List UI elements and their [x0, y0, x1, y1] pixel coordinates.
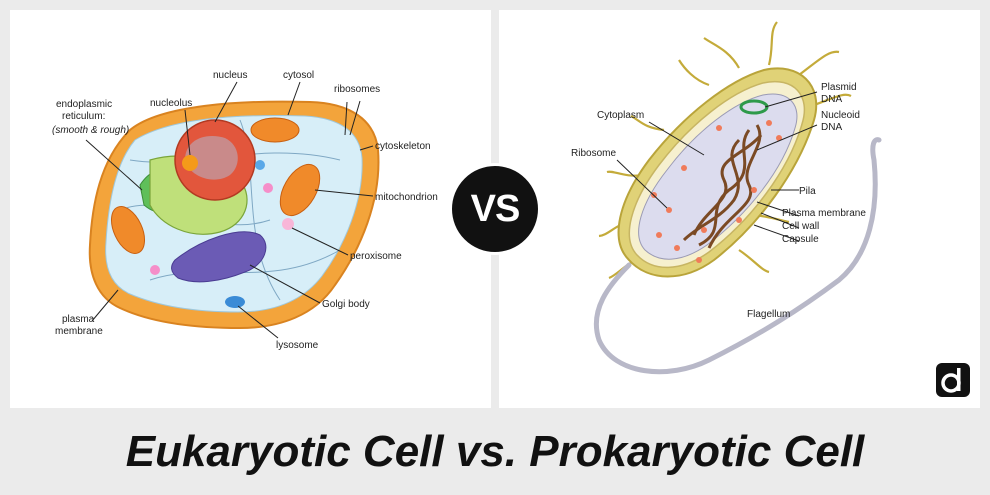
label-er-line1: endoplasmic — [56, 99, 112, 110]
label-nucleolus: nucleolus — [150, 98, 192, 109]
label-plasmid-line2: DNA — [821, 94, 842, 105]
label-ribosome: Ribosome — [571, 148, 616, 159]
label-cytosol: cytosol — [283, 70, 314, 81]
mitochondrion-shape-2 — [279, 163, 321, 217]
nucleoid-shape — [682, 124, 763, 249]
plasmid-shape — [739, 99, 769, 115]
label-capsule: Capsule — [782, 234, 819, 245]
label-golgi-body: Golgi body — [322, 299, 370, 310]
eukaryotic-panel: nucleus cytosol nucleolus ribosomes endo… — [10, 10, 491, 408]
golgi-body-shape — [171, 231, 267, 283]
label-membrane-line1: plasma — [62, 314, 95, 325]
label-cell-wall: Cell wall — [782, 221, 819, 232]
eukaryotic-cell-diagram: nucleus cytosol nucleolus ribosomes endo… — [52, 70, 438, 351]
label-membrane-line2: membrane — [55, 326, 103, 337]
peroxisome-shape — [282, 218, 294, 230]
prok-leader-lines — [616, 91, 818, 242]
vesicle-shape — [263, 183, 273, 193]
label-pila: Pila — [799, 186, 816, 197]
nucleolus-shape — [182, 155, 198, 171]
prokaryotic-panel: Plasmid DNA Nucleoid DNA Cytoplasm Ribos… — [499, 10, 980, 408]
label-cytoskeleton: cytoskeleton — [375, 141, 431, 152]
label-nucleus: nucleus — [213, 70, 247, 81]
label-flagellum: Flagellum — [747, 309, 790, 320]
vesicle-shape — [255, 160, 265, 170]
prokaryotic-cell-diagram: Plasmid DNA Nucleoid DNA Cytoplasm Ribos… — [571, 21, 882, 375]
vesicle-shape — [150, 265, 160, 275]
label-peroxisome: peroxisome — [350, 251, 402, 262]
label-mitochondrion: mitochondrion — [375, 192, 438, 203]
label-plasmid-line1: Plasmid — [821, 82, 857, 93]
logo-mark — [941, 368, 961, 393]
letter-d-logo-icon — [936, 363, 970, 397]
ribosome-dots — [651, 120, 782, 263]
mitochondrion-shape-1 — [250, 117, 300, 143]
page-title: Eukaryotic Cell vs. Prokaryotic Cell — [125, 427, 865, 476]
label-er-line3: (smooth & rough) — [52, 125, 129, 136]
leader-lines — [85, 81, 374, 339]
nucleus-inner-shape — [185, 136, 238, 180]
label-cytoplasm: Cytoplasm — [597, 110, 644, 121]
label-ribosomes: ribosomes — [334, 84, 380, 95]
label-nucleoid-line1: Nucleoid — [821, 110, 860, 121]
mitochondrion-shape-3 — [110, 206, 146, 254]
flagellum-shape — [593, 137, 882, 375]
label-er-line2: reticulum: — [62, 111, 105, 122]
label-nucleoid-line2: DNA — [821, 122, 842, 133]
label-plasma-membrane: Plasma membrane — [782, 208, 866, 219]
vs-badge: VS — [449, 163, 541, 255]
prokaryote-cytoplasm-shape — [638, 93, 798, 260]
label-lysosome: lysosome — [276, 340, 319, 351]
lysosome-shape — [225, 296, 245, 308]
